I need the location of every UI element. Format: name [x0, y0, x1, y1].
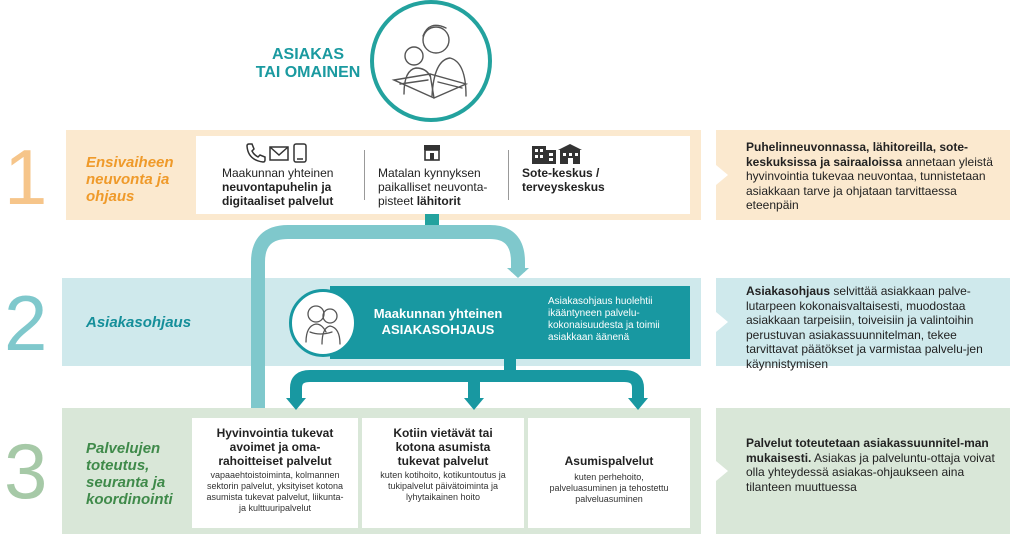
- notch: [716, 165, 728, 185]
- connector-fan: [290, 370, 644, 402]
- buildings-icon: [532, 144, 582, 169]
- arrow-head: [507, 268, 529, 278]
- service-card-description: kuten perhehoito, palveluasuminen ja teh…: [549, 472, 669, 504]
- care-guidance-description: Asiakasohjaus huolehtii ikääntyneen palv…: [548, 296, 660, 343]
- row1-label: Ensivaiheen neuvonta ja ohjaus: [86, 154, 174, 205]
- shop-icon: [422, 142, 442, 167]
- service-card-description: vapaaehtoistoiminta, kolmannen sektorin …: [206, 470, 344, 513]
- care-guidance-title: Maakunnan yhteinen ASIAKASOHJAUS: [373, 306, 503, 337]
- row2-description: Asiakasohjaus selvittää asiakkaan palve-…: [716, 278, 1010, 371]
- client-illustration: [370, 0, 492, 122]
- row1-col1-text: Maakunnan yhteinen neuvontapuhelin ja di…: [222, 166, 334, 208]
- row3-label: Palvelujen toteutus, seuranta ja koordin…: [86, 440, 173, 508]
- row1-description: Puhelinneuvonnassa, lähitoreilla, sote-k…: [716, 130, 1010, 220]
- service-card-description: kuten kotihoito, kotikuntoutus ja tukipa…: [380, 470, 506, 502]
- client-title-line1: ASIAKAS: [271, 46, 344, 63]
- row2-label: Asiakasohjaus: [86, 314, 192, 331]
- service-card-housing: Asumispalvelut kuten perhehoito, palvelu…: [528, 418, 690, 528]
- row3-description: Palvelut toteutetaan asiakassuunnitel-ma…: [716, 408, 1010, 534]
- service-card-title: Hyvinvointia tukevat avoimet ja oma-raho…: [216, 426, 334, 468]
- row1-services-card: Maakunnan yhteinen neuvontapuhelin ja di…: [196, 136, 690, 214]
- service-card-wellbeing: Hyvinvointia tukevat avoimet ja oma-raho…: [192, 418, 358, 528]
- care-illustration: [289, 289, 357, 357]
- service-card-title: Kotiin vietävät tai kotona asumista tuke…: [393, 426, 493, 468]
- notch: [716, 312, 728, 332]
- row1-col3-text: Sote-keskus / terveyskeskus: [522, 166, 605, 194]
- caregiver-hug-icon: [305, 305, 341, 345]
- service-card-title: Asumispalvelut: [564, 454, 654, 468]
- phone-mail-mobile-icons: [244, 142, 312, 169]
- client-title-line2: TAI OMAINEN: [255, 64, 361, 81]
- row1-divider-2: [508, 150, 509, 200]
- row1-divider-1: [364, 150, 365, 200]
- row3-number: 3: [4, 427, 48, 515]
- service-card-home: Kotiin vietävät tai kotona asumista tuke…: [362, 418, 524, 528]
- notch: [716, 461, 728, 481]
- client-title: ASIAKAS TAI OMAINEN: [246, 46, 370, 82]
- grandparent-child-reading-icon: [391, 24, 469, 99]
- row1-col2-text: Matalan kynnyksen paikalliset neuvonta-p…: [378, 166, 488, 208]
- row1-number: 1: [4, 133, 48, 221]
- row2-number: 2: [4, 279, 48, 367]
- connector-split: [251, 225, 525, 408]
- care-guidance-panel: [330, 286, 690, 359]
